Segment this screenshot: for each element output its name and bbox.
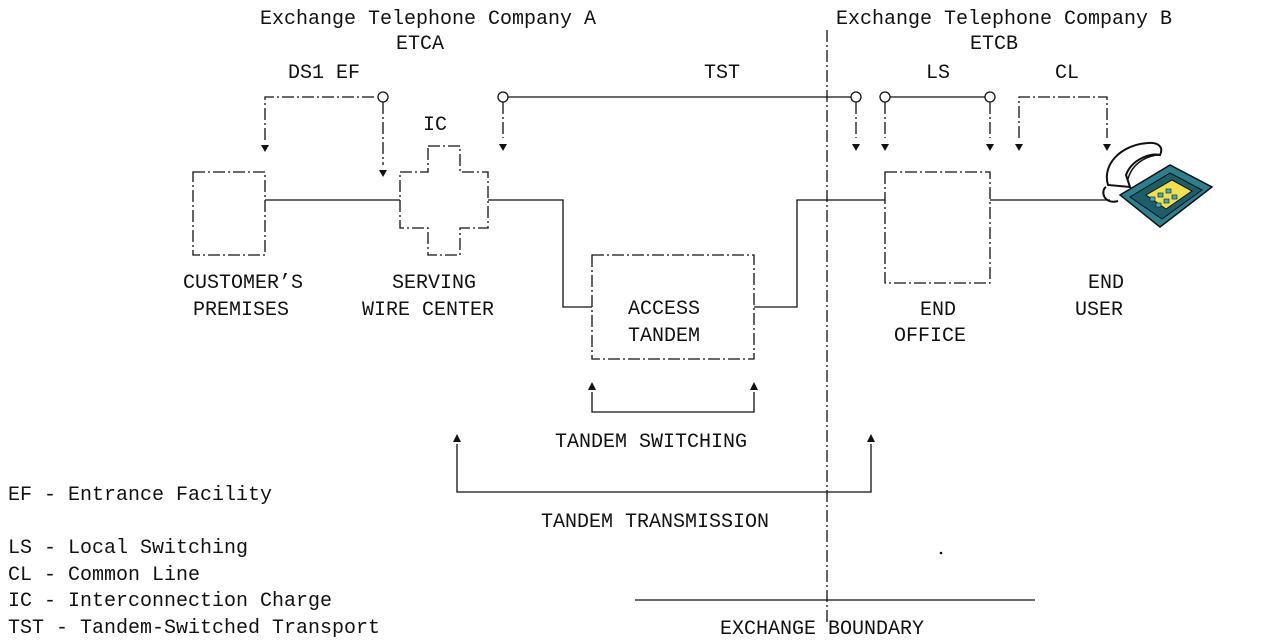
end-office-label-1: END (920, 299, 956, 322)
exchange-boundary-label: EXCHANGE BOUNDARY (720, 618, 924, 640)
customer-premises-label-2: PREMISES (193, 299, 289, 322)
cl-bracket (1015, 97, 1111, 151)
bracket-label-ls: LS (926, 62, 950, 85)
customer-premises-label-1: CUSTOMER’S (183, 272, 303, 295)
legend-item-tst: TST - Tandem-Switched Transport (8, 617, 380, 640)
tst-bracket (498, 92, 861, 151)
bracket-label-ic: IC (423, 114, 447, 137)
access-tandem-label-2: TANDEM (628, 325, 700, 348)
end-user-label-1: END (1088, 272, 1124, 295)
serving-wire-center-label-1: SERVING (392, 272, 476, 295)
tandem-switching-bracket (588, 382, 758, 412)
end-office-label-2: OFFICE (894, 325, 966, 348)
end-user-label-2: USER (1075, 299, 1123, 322)
telephone-icon (1103, 143, 1212, 227)
bracket-label-ds1-ef: DS1 EF (288, 62, 360, 85)
ls-bracket (880, 92, 995, 151)
serving-wire-center-shape (400, 146, 488, 255)
company-b-abbr: ETCB (970, 33, 1018, 56)
serving-wire-center-label-2: WIRE CENTER (362, 299, 494, 322)
tandem-switching-label: TANDEM SWITCHING (555, 431, 747, 454)
legend-item-cl: CL - Common Line (8, 564, 200, 587)
bracket-label-tst: TST (704, 62, 740, 85)
end-office-box (885, 172, 990, 283)
company-a-name: Exchange Telephone Company A (260, 8, 596, 31)
legend-item-ef: EF - Entrance Facility (8, 484, 272, 507)
access-tandem-label-1: ACCESS (628, 298, 700, 321)
legend-item-ic: IC - Interconnection Charge (8, 590, 332, 613)
company-a-abbr: ETCA (396, 33, 444, 56)
legend-item-ls: LS - Local Switching (8, 537, 248, 560)
company-b-name: Exchange Telephone Company B (836, 8, 1172, 31)
bracket-label-cl: CL (1055, 62, 1079, 85)
tandem-transmission-label: TANDEM TRANSMISSION (541, 511, 769, 534)
customer-premises-box (193, 172, 265, 255)
ds1-ef-bracket (261, 92, 388, 177)
stray-dot (940, 552, 943, 555)
legend: EF - Entrance Facility LS - Local Switch… (8, 484, 380, 640)
